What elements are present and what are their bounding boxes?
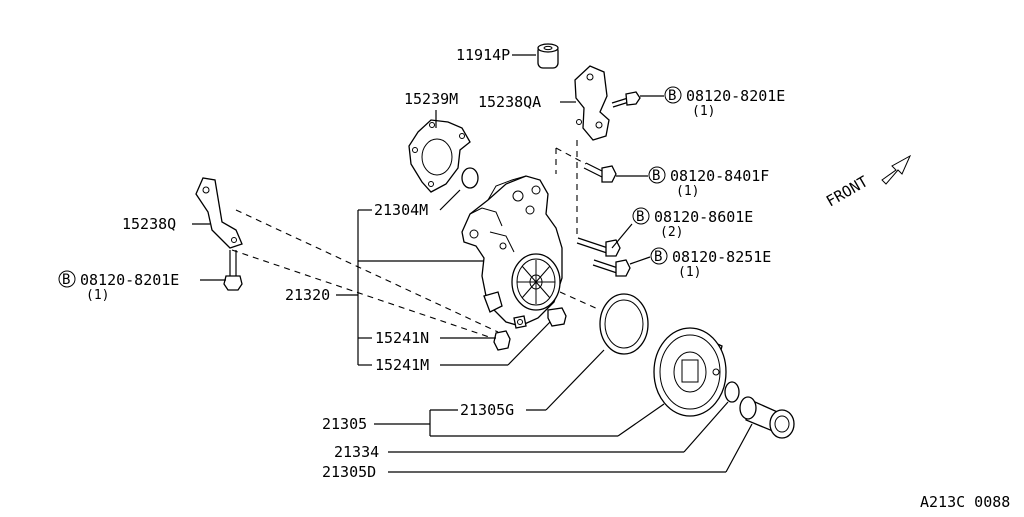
- bolt-callout-left: B 08120-8201E (1): [58, 270, 179, 303]
- bolt-b-icon: [664, 86, 682, 104]
- o-ring-21304M: [461, 167, 479, 189]
- figure-code: A213C 0088: [920, 493, 1010, 511]
- seal-21305G: [599, 293, 649, 355]
- bolt-code: 08120-8401F: [670, 167, 769, 185]
- plug-15241N: [493, 330, 511, 351]
- bracket-15238QA: [574, 65, 610, 141]
- label-21320: 21320: [285, 286, 330, 304]
- plug-15241M: [547, 307, 567, 327]
- bolt-qty: (2): [660, 225, 683, 240]
- bolt-08120-8401F: [583, 162, 617, 183]
- front-arrow-icon: [881, 154, 912, 185]
- bolt-qty: (1): [86, 288, 109, 303]
- bolt-symbol: B: [668, 88, 676, 104]
- bracket-15238Q: [195, 177, 243, 249]
- bolt-b-icon: [58, 270, 76, 288]
- bolt-callout-upper: B 08120-8201E (1): [664, 86, 785, 119]
- bolt-callout-8401F: B 08120-8401F (1): [648, 166, 769, 199]
- oil-pump-housing-21320: [461, 175, 563, 329]
- bolt-qty: (1): [678, 265, 701, 280]
- bolt-symbol: B: [652, 168, 660, 184]
- bolt-08120-8201E-upper: [611, 91, 641, 108]
- label-15238Q: 15238Q: [122, 215, 176, 233]
- o-ring-21334: [724, 381, 740, 403]
- leader-lines: [192, 54, 753, 473]
- label-21305: 21305: [322, 415, 367, 433]
- label-15241N: 15241N: [375, 329, 429, 347]
- bolt-symbol: B: [654, 249, 662, 265]
- bolt-b-icon: [632, 207, 650, 225]
- front-label: FRONT: [823, 172, 871, 210]
- bushing-11914P: [537, 43, 559, 69]
- bolt-b-icon: [648, 166, 666, 184]
- label-21304M: 21304M: [374, 201, 428, 219]
- relief-valve-21305D: [739, 396, 795, 439]
- label-11914P: 11914P: [456, 46, 510, 64]
- bolt-b-icon: [650, 247, 668, 265]
- bolt-qty: (1): [692, 104, 715, 119]
- label-15241M: 15241M: [375, 356, 429, 374]
- bolt-code: 08120-8201E: [686, 87, 785, 105]
- filter-cover-21305: [653, 327, 727, 417]
- bolt-symbol: B: [636, 209, 644, 225]
- bolt-qty: (1): [676, 184, 699, 199]
- bolt-08120-8251E: [592, 259, 631, 277]
- gasket-15239M: [408, 119, 471, 193]
- label-21334: 21334: [334, 443, 379, 461]
- label-21305D: 21305D: [322, 463, 376, 481]
- label-15238QA: 15238QA: [478, 93, 541, 111]
- alignment-lines: [231, 140, 601, 339]
- bolt-callout-8251E: B 08120-8251E (1): [650, 247, 771, 280]
- bolt-code: 08120-8601E: [654, 208, 753, 226]
- bolt-08120-8601E: [576, 237, 621, 257]
- bolt-symbol: B: [62, 272, 70, 288]
- bolt-callout-8601E: B 08120-8601E (2): [632, 207, 753, 240]
- bolt-code: 08120-8201E: [80, 271, 179, 289]
- bolt-code: 08120-8251E: [672, 248, 771, 266]
- bolt-08120-8201E-left: [223, 250, 243, 291]
- label-15239M: 15239M: [404, 90, 458, 108]
- label-21305G: 21305G: [460, 401, 514, 419]
